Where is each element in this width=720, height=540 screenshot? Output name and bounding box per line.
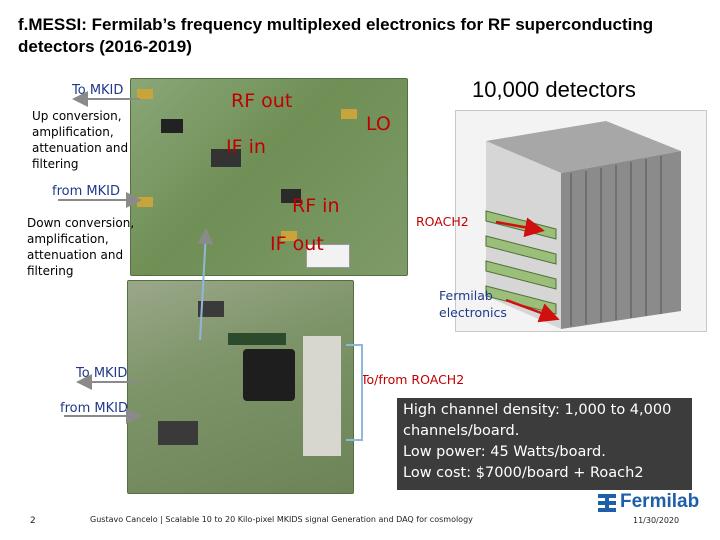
memory-module: [228, 333, 286, 345]
spec-item: Low cost: $7000/board + Roach2: [403, 465, 644, 481]
board-chip: [211, 149, 241, 167]
from-mkid-bottom-label: from MKID: [60, 401, 128, 416]
vertical-link-arrow: [197, 228, 214, 341]
fermilab-logo-text: Fermilab: [620, 491, 700, 512]
crate-image: [455, 110, 707, 332]
sma-connector: [341, 109, 357, 119]
fermilab-logo-icon: [598, 494, 616, 512]
connector-block: [303, 336, 341, 456]
sma-connector: [281, 231, 297, 241]
roach2-label: ROACH2: [416, 214, 469, 229]
rf-out-label: RF out: [231, 90, 293, 112]
roach-board-photo: [127, 280, 354, 494]
sma-connector: [137, 89, 153, 99]
fpga-heatsink: [243, 349, 295, 401]
lo-label: LO: [366, 113, 391, 135]
spec-item: High channel density: 1,000 to 4,000 cha…: [403, 402, 672, 439]
fermilab-electronics-label: Fermilab electronics: [439, 288, 507, 320]
sma-connector: [137, 197, 153, 207]
board-chip: [158, 421, 198, 445]
specs-box: High channel density: 1,000 to 4,000 cha…: [397, 398, 692, 490]
board-chip: [281, 189, 301, 203]
detector-count-label: 10,000 detectors: [472, 77, 636, 102]
board-label-sticker: [306, 244, 350, 268]
board-chip: [161, 119, 183, 133]
to-from-roach2-label: To/from ROACH2: [361, 372, 465, 387]
rf-in-label: RF in: [292, 195, 340, 217]
down-conversion-label: Down conversion, amplification, attenuat…: [27, 216, 135, 278]
board-chip: [198, 301, 224, 317]
from-mkid-top-label: from MKID: [52, 184, 120, 199]
spec-item: Low power: 45 Watts/board.: [403, 444, 606, 460]
crate-drawing: [485, 121, 681, 329]
roach2-bracket: [346, 344, 363, 441]
footer-date: 11/30/2020: [633, 516, 680, 525]
page-number: 2: [30, 516, 36, 526]
rf-board-photo: [130, 78, 408, 276]
slide-title: f.MESSI: Fermilab’s frequency multiplexe…: [18, 15, 654, 56]
if-out-label: IF out: [270, 233, 324, 255]
electronics-arrow: [505, 298, 560, 323]
if-in-label: IF in: [226, 136, 266, 158]
roach2-arrow: [495, 217, 545, 238]
footer-text: Gustavo Cancelo | Scalable 10 to 20 Kilo…: [90, 515, 473, 524]
up-conversion-label: Up conversion, amplification, attenuatio…: [32, 109, 129, 171]
